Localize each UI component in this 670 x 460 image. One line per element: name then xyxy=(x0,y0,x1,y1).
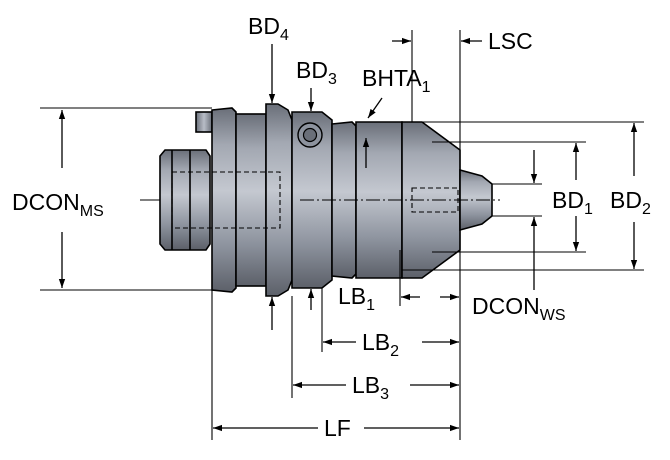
coupling-shank xyxy=(159,149,211,251)
label-dcon-ms: DCONMS xyxy=(12,189,104,220)
label-lsc: LSC xyxy=(488,28,533,54)
neck xyxy=(235,113,267,287)
label-lf: LF xyxy=(324,415,351,441)
dimension-lines xyxy=(58,37,638,432)
groove-ring xyxy=(265,103,293,297)
extension-lines xyxy=(40,30,644,440)
label-bd3: BD3 xyxy=(296,57,337,88)
label-bd2: BD2 xyxy=(610,187,651,218)
label-bhta1: BHTA1 xyxy=(362,65,431,96)
label-bd1: BD1 xyxy=(552,187,593,218)
label-lb1: LB1 xyxy=(338,283,375,314)
label-dcon-ws: DCONWS xyxy=(472,293,566,324)
tool-body xyxy=(159,103,500,297)
label-lb3: LB3 xyxy=(352,372,389,403)
labels: BD4 BD3 BHTA1 LSC DCONMS BD1 BD2 LB1 DCO… xyxy=(12,13,651,441)
drive-key xyxy=(195,111,213,133)
label-lb2: LB2 xyxy=(362,329,399,360)
label-bd4: BD4 xyxy=(248,13,289,44)
flange xyxy=(211,107,237,293)
